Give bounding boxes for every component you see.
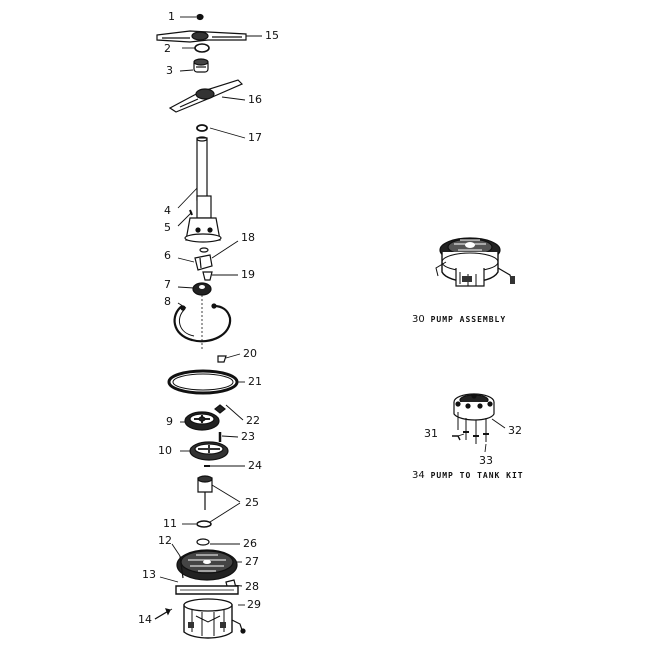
part-11-washer — [196, 520, 212, 528]
callout-9: 9 — [166, 415, 173, 428]
callout-3: 3 — [166, 64, 173, 77]
callout-24: 24 — [248, 459, 262, 472]
caption-pump-to-tank-kit-number: 34 — [412, 470, 425, 481]
pump-to-tank-kit-illustration — [452, 393, 495, 444]
callout-4: 4 — [164, 204, 171, 217]
callout-21: 21 — [248, 375, 262, 388]
part-21-gasket — [167, 369, 239, 395]
callout-27: 27 — [245, 555, 259, 568]
part-6-clamp — [194, 254, 213, 271]
part-13-bracket — [175, 585, 239, 595]
callout-11: 11 — [163, 517, 177, 530]
part-26-washer — [196, 538, 210, 546]
callout-15: 15 — [265, 29, 279, 42]
part-8-hose — [173, 295, 232, 350]
callout-26: 26 — [243, 537, 257, 550]
part-27-motor-cover — [176, 549, 238, 581]
callout-16: 16 — [248, 93, 262, 106]
callout-10: 10 — [158, 444, 172, 457]
callout-23: 23 — [241, 430, 255, 443]
part-18-seal — [199, 247, 209, 253]
part-22-clip — [214, 404, 226, 414]
callout-17: 17 — [248, 131, 262, 144]
part-19-cap — [202, 271, 213, 281]
part-17-o-ring — [196, 124, 208, 132]
part-1-nut — [196, 13, 204, 21]
callout-1: 1 — [168, 10, 175, 23]
part-29-motor — [183, 598, 246, 639]
caption-pump-assembly-number: 30 — [412, 314, 425, 325]
part-16-lower-spray-arm — [168, 79, 244, 113]
caption-pump-assembly: 30 PUMP ASSEMBLY — [412, 314, 506, 325]
part-9-disk — [184, 411, 220, 431]
callout-12: 12 — [158, 534, 172, 547]
callout-31: 31 — [424, 427, 438, 440]
callout-18: 18 — [241, 231, 255, 244]
callout-14: 14 — [138, 613, 152, 626]
part-14-arrow — [154, 608, 171, 620]
callout-29: 29 — [247, 598, 261, 611]
callout-33: 33 — [479, 454, 493, 467]
callout-25: 25 — [245, 496, 259, 509]
part-10-plate — [189, 441, 229, 461]
callout-32: 32 — [508, 424, 522, 437]
callout-22: 22 — [246, 414, 260, 427]
part-20-clip — [217, 355, 227, 363]
callout-20: 20 — [243, 347, 257, 360]
callout-19: 19 — [241, 268, 255, 281]
part-25-coupling — [197, 475, 213, 510]
caption-pump-to-tank-kit: 34 PUMP TO TANK KIT — [412, 470, 524, 481]
caption-pump-assembly-text: PUMP ASSEMBLY — [430, 315, 507, 324]
callout-6: 6 — [164, 249, 171, 262]
callout-28: 28 — [245, 580, 259, 593]
part-5-pin — [189, 209, 193, 216]
caption-pump-to-tank-kit-text: PUMP TO TANK KIT — [430, 471, 524, 480]
part-7-impeller — [192, 282, 212, 296]
pump-assembly-illustration — [435, 237, 515, 287]
part-12-lead — [179, 555, 184, 579]
part-15-upper-spray-arm — [156, 30, 247, 43]
part-3-hub — [193, 58, 209, 73]
callout-13: 13 — [142, 568, 156, 581]
callout-7: 7 — [164, 278, 171, 291]
part-4-tube — [184, 136, 222, 243]
callout-2: 2 — [164, 42, 171, 55]
part-2-washer — [194, 43, 210, 53]
callout-8: 8 — [164, 295, 171, 308]
callout-5: 5 — [164, 221, 171, 234]
